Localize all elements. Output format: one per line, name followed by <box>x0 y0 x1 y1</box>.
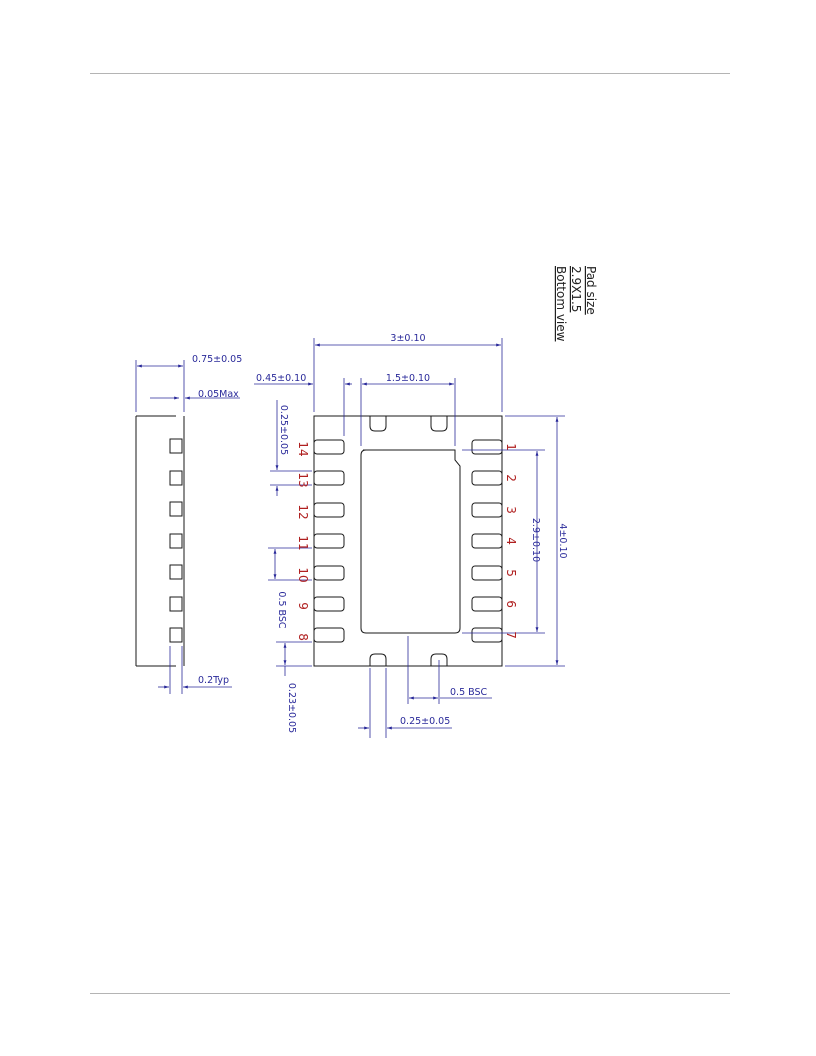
side-lead <box>169 627 183 643</box>
lead-right <box>471 439 503 455</box>
side-lead <box>169 533 183 549</box>
pin-number: 4 <box>504 537 518 545</box>
dim-lead-length: 0.45±0.10 <box>256 373 306 384</box>
dim-body-width: 3±0.10 <box>390 333 425 344</box>
pin-number: 3 <box>504 506 518 514</box>
side-view <box>135 415 185 667</box>
dim-pad-length: 2.9±0.10 <box>530 518 541 562</box>
pin-labels-right: 1 2 3 4 5 6 7 <box>504 443 518 639</box>
lead-right <box>471 533 503 549</box>
pin-number: 14 <box>296 441 310 456</box>
pin-number: 12 <box>296 504 310 519</box>
pin-number: 13 <box>296 472 310 487</box>
side-lead <box>169 564 183 580</box>
pin-number: 10 <box>296 567 310 582</box>
lead-bottom <box>369 653 387 666</box>
pin-number: 1 <box>504 443 518 451</box>
dim-standoff: 0.05Max <box>198 389 239 400</box>
lead-right <box>471 470 503 486</box>
pin-number: 6 <box>504 600 518 608</box>
side-lead <box>169 596 183 612</box>
lead-top <box>430 416 448 432</box>
pin-labels-left: 14 13 12 11 10 9 8 <box>296 441 310 640</box>
pin-number: 2 <box>504 474 518 482</box>
side-lead <box>169 501 183 517</box>
pin-number: 9 <box>296 602 310 610</box>
lead-right <box>471 502 503 518</box>
lead-left <box>313 596 345 612</box>
dim-end-gap: 0.23±0.05 <box>286 683 297 733</box>
note-view: Bottom view <box>554 266 568 342</box>
dim-lead-pitch-width: 0.25±0.05 <box>278 405 289 455</box>
header-rule <box>90 73 730 74</box>
lead-left <box>313 439 345 455</box>
lead-left <box>313 627 345 643</box>
bottom-view <box>313 415 503 667</box>
note-pad-size: Pad size <box>584 266 598 315</box>
pin-number: 5 <box>504 569 518 577</box>
lead-bottom <box>430 653 448 666</box>
footer-rule <box>90 993 730 994</box>
dim-lead-pitch: 0.5 BSC <box>276 591 287 629</box>
lead-right <box>471 565 503 581</box>
dim-bottom-lead-width: 0.25±0.05 <box>400 716 450 727</box>
side-lead <box>169 438 183 454</box>
note-pad-dimensions: 2.9X1.5 <box>569 266 583 312</box>
dim-lead-width-side: 0.2Typ <box>198 675 229 686</box>
side-lead <box>169 470 183 486</box>
lead-right <box>471 596 503 612</box>
exposed-pad <box>360 449 461 634</box>
lead-left <box>313 533 345 549</box>
dim-total-thickness: 0.75±0.05 <box>192 354 242 365</box>
pin-number: 8 <box>296 633 310 641</box>
lead-right <box>471 627 503 643</box>
lead-left <box>313 565 345 581</box>
lead-top <box>369 416 387 432</box>
lead-left <box>313 470 345 486</box>
pin-number: 11 <box>296 535 310 550</box>
dim-body-length: 4±0.10 <box>557 523 568 558</box>
dim-bottom-pitch: 0.5 BSC <box>450 687 488 698</box>
pin-number: 7 <box>504 631 518 639</box>
lead-left <box>313 502 345 518</box>
dim-pad-width: 1.5±0.10 <box>386 373 430 384</box>
drawing-notes: Pad size 2.9X1.5 Bottom view <box>554 266 598 342</box>
